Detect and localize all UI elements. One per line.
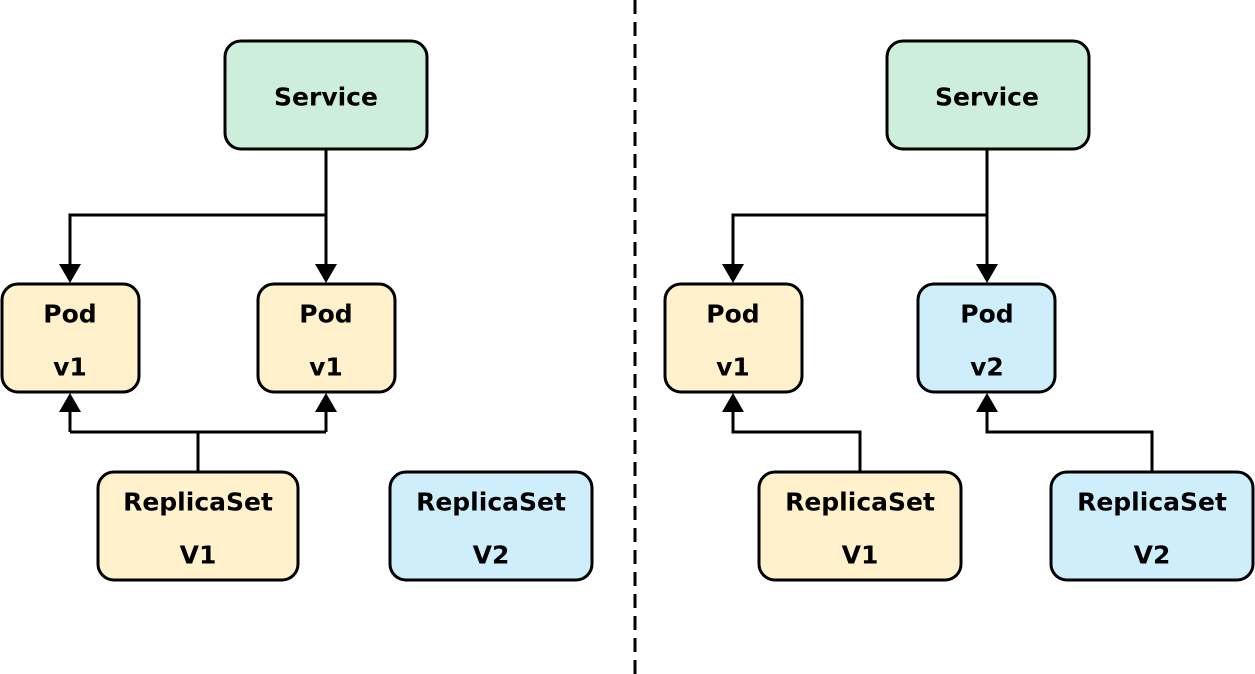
right-pod-a-version: v1 [716,353,750,382]
left-pod-b-label: Pod [299,300,352,329]
left-edge-replicaset-to-pods [68,410,328,472]
left-replicaset-v1-node: ReplicaSet V1 [96,470,300,582]
right-pod-a-box [663,282,804,394]
right-arrow-from-rs-v1 [722,393,744,412]
right-arrow-to-pod-a [722,264,744,283]
left-service-node: Service [223,39,429,151]
right-service-node: Service [885,39,1091,151]
left-replicaset-v2-node: ReplicaSet V2 [388,470,594,582]
left-edge-service-to-pods [68,150,328,266]
right-replicaset-v1-version: V1 [842,541,879,570]
right-panel: Service Pod v1 Pod v2 ReplicaSet V1 Repl… [663,39,1255,582]
left-arrow-to-pod-b [315,264,337,283]
right-edge-replicaset-v2-to-pod-b [985,410,1154,472]
right-service-label: Service [935,83,1039,112]
left-replicaset-v2-label: ReplicaSet [416,488,566,517]
left-replicaset-v2-version: V2 [473,541,510,570]
left-arrow-to-pod-a [59,264,81,283]
left-panel: Service Pod v1 Pod v1 ReplicaSet V1 Repl… [0,39,594,582]
right-replicaset-v1-box [757,470,963,582]
left-service-label: Service [274,83,378,112]
right-pod-b-label: Pod [960,300,1013,329]
left-replicaset-v1-label: ReplicaSet [123,488,273,517]
right-pod-a-label: Pod [706,300,759,329]
left-pod-b-node: Pod v1 [256,282,397,394]
left-pod-b-box [256,282,397,394]
right-replicaset-v2-box [1049,470,1255,582]
left-replicaset-v2-box [388,470,594,582]
left-arrow-from-rs-to-pod-a [59,393,81,412]
left-pod-b-version: v1 [309,353,343,382]
right-arrow-from-rs-v2 [976,393,998,412]
right-replicaset-v2-version: V2 [1134,541,1171,570]
right-edge-service-to-pods [731,150,989,266]
right-pod-a-node: Pod v1 [663,282,804,394]
right-replicaset-v2-node: ReplicaSet V2 [1049,470,1255,582]
right-replicaset-v1-label: ReplicaSet [785,488,935,517]
right-edge-replicaset-v1-to-pod-a [731,410,862,472]
left-service-box [223,39,429,151]
right-pod-b-node: Pod v2 [916,282,1057,394]
right-replicaset-v1-node: ReplicaSet V1 [757,470,963,582]
left-replicaset-v1-version: V1 [180,541,217,570]
right-arrow-to-pod-b [976,264,998,283]
left-pod-a-node: Pod v1 [0,282,141,394]
left-pod-a-box [0,282,141,394]
right-service-box [885,39,1091,151]
right-replicaset-v2-label: ReplicaSet [1077,488,1227,517]
left-pod-a-version: v1 [53,353,87,382]
left-arrow-from-rs-to-pod-b [315,393,337,412]
right-pod-b-box [916,282,1057,394]
right-pod-b-version: v2 [970,353,1004,382]
left-replicaset-v1-box [96,470,300,582]
left-pod-a-label: Pod [43,300,96,329]
